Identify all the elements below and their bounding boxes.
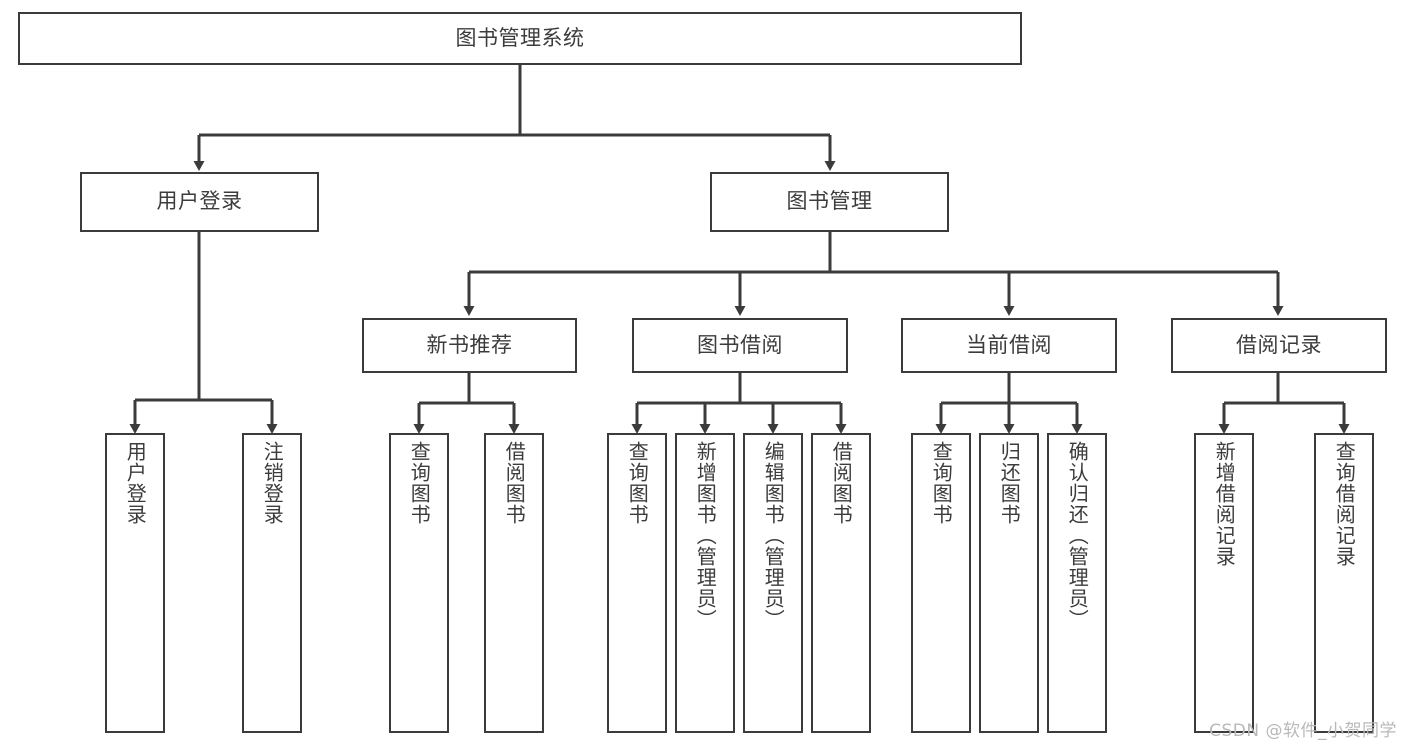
node-label: 借阅图书 (502, 441, 527, 525)
node-label: 查询借阅记录 (1332, 441, 1357, 567)
node-leaf-query-book-current[interactable]: 查询图书 (911, 433, 971, 733)
node-leaf-add-book-admin[interactable]: 新增图书（管理员） (675, 433, 735, 733)
node-book-management[interactable]: 图书管理 (710, 172, 949, 232)
node-label: 新增图书（管理员） (693, 441, 718, 630)
node-leaf-confirm-return-admin[interactable]: 确认归还（管理员） (1047, 433, 1107, 733)
node-leaf-logout[interactable]: 注销登录 (242, 433, 302, 733)
node-label: 确认归还（管理员） (1065, 441, 1090, 630)
node-label: 图书管理 (786, 189, 873, 214)
node-label: 新书推荐 (426, 332, 513, 357)
node-label: 查询图书 (929, 441, 954, 525)
node-leaf-edit-book-admin[interactable]: 编辑图书（管理员） (743, 433, 803, 733)
node-label: 归还图书 (997, 441, 1022, 525)
node-label: 注销登录 (260, 441, 285, 525)
node-book-borrow[interactable]: 图书借阅 (632, 318, 848, 373)
node-leaf-query-book-recommend[interactable]: 查询图书 (389, 433, 449, 733)
node-root-system[interactable]: 图书管理系统 (18, 12, 1022, 65)
node-label: 当前借阅 (966, 332, 1052, 357)
node-leaf-query-borrow-record[interactable]: 查询借阅记录 (1314, 433, 1374, 733)
node-label: 借阅记录 (1236, 332, 1322, 357)
node-current-borrow[interactable]: 当前借阅 (901, 318, 1117, 373)
node-label: 借阅图书 (829, 441, 854, 525)
node-leaf-user-login[interactable]: 用户登录 (105, 433, 165, 733)
node-borrow-records[interactable]: 借阅记录 (1171, 318, 1387, 373)
node-new-book-recommend[interactable]: 新书推荐 (362, 318, 577, 373)
node-label: 图书管理系统 (455, 25, 585, 50)
node-user-login[interactable]: 用户登录 (80, 172, 319, 232)
node-leaf-add-borrow-record[interactable]: 新增借阅记录 (1194, 433, 1254, 733)
node-leaf-query-book-borrow[interactable]: 查询图书 (607, 433, 667, 733)
node-label: 新增借阅记录 (1212, 441, 1237, 567)
node-label: 图书借阅 (697, 332, 783, 357)
node-label: 查询图书 (407, 441, 432, 525)
node-label: 用户登录 (123, 441, 148, 525)
watermark: CSDN @软件_小贺同学 (1209, 721, 1397, 741)
node-label: 编辑图书（管理员） (761, 441, 786, 630)
node-leaf-borrow-book[interactable]: 借阅图书 (811, 433, 871, 733)
node-label: 用户登录 (156, 189, 243, 214)
node-leaf-borrow-book-recommend[interactable]: 借阅图书 (484, 433, 544, 733)
node-leaf-return-book[interactable]: 归还图书 (979, 433, 1039, 733)
node-label: 查询图书 (625, 441, 650, 525)
